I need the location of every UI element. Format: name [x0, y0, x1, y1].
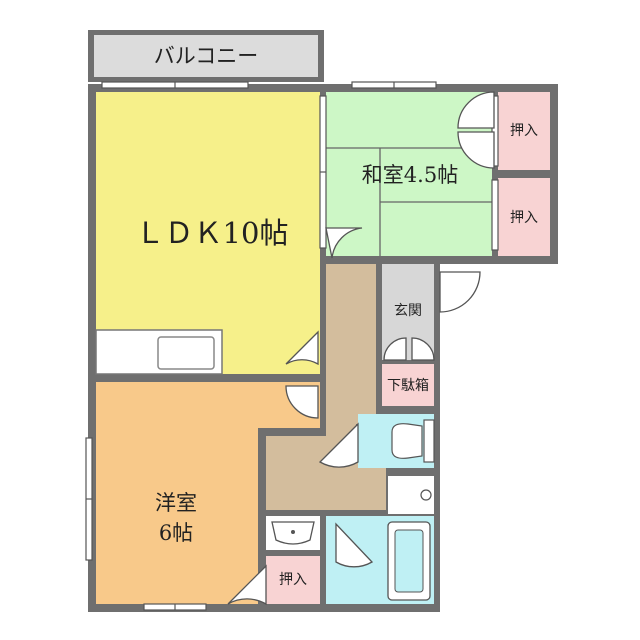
- door-shoebox-right: [411, 337, 435, 361]
- room-yoshitsu: 洋室 6帖: [96, 382, 320, 604]
- door-bathroom: [335, 522, 374, 568]
- balcony: バルコニー: [88, 30, 324, 82]
- door-closet-top-upper: [457, 91, 495, 129]
- closet-top: 押入: [498, 92, 550, 170]
- door-ldk: [285, 330, 319, 366]
- room-ldk: ＬＤＫ10帖: [95, 92, 320, 375]
- door-shoebox-left: [383, 337, 407, 361]
- closet-bottom-label: 押入: [279, 572, 307, 588]
- washer-space: [388, 476, 434, 514]
- toilet-icon: [391, 423, 423, 459]
- shoebox-label: 下駄箱: [387, 378, 429, 394]
- door-closet-top-lower: [457, 131, 495, 169]
- washitsu-label: 和室4.5帖: [362, 163, 458, 187]
- closet-bottom: 押入: [266, 556, 320, 604]
- windows: [85, 81, 499, 611]
- door-yoshitsu: [285, 385, 319, 419]
- kitchen-sink: [157, 336, 215, 370]
- door-washitsu: [325, 227, 363, 259]
- toilet-room: [358, 414, 435, 468]
- closet-mid: 押入: [498, 178, 550, 256]
- hallway: [266, 264, 386, 510]
- door-entrance: [439, 271, 481, 313]
- doors: [227, 91, 495, 606]
- balcony-label: バルコニー: [154, 44, 259, 68]
- genkan-label: 玄関: [394, 302, 422, 319]
- closet-top-label: 押入: [510, 123, 538, 139]
- door-yoshitsu-closet: [227, 564, 267, 606]
- closet-mid-label: 押入: [510, 210, 538, 226]
- shoebox: 下駄箱: [382, 364, 434, 406]
- yoshitsu-label-line1: 洋室: [155, 491, 197, 515]
- washbasin: [266, 516, 320, 550]
- drain-icon: [420, 489, 432, 501]
- ldk-label: ＬＤＫ10帖: [136, 216, 289, 250]
- door-toilet: [318, 422, 359, 468]
- yoshitsu-label-line2: 6帖: [159, 521, 193, 545]
